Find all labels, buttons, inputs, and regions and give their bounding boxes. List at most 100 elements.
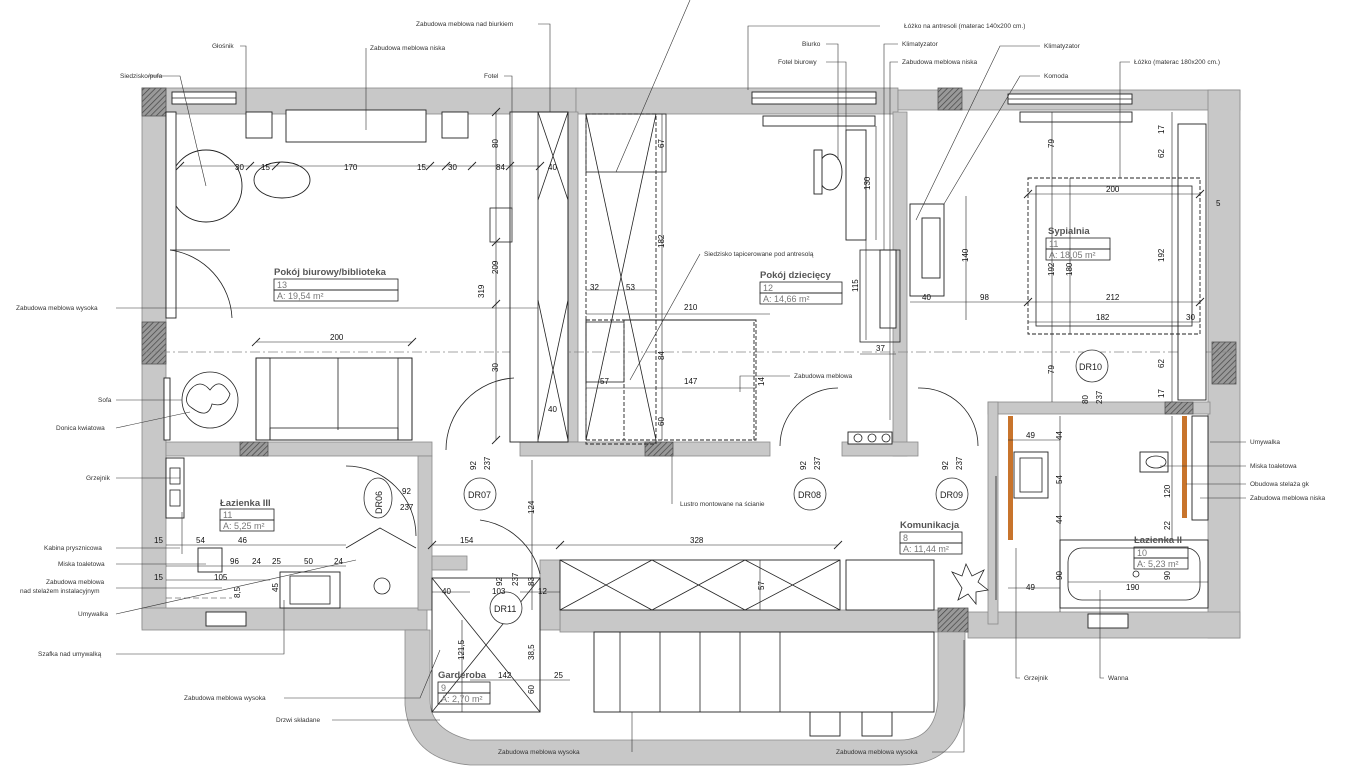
dimension-label: 5 xyxy=(1216,199,1221,208)
dimension-label: 328 xyxy=(690,536,704,545)
dimension-label: 154 xyxy=(460,536,474,545)
dimension-label: 103 xyxy=(492,587,506,596)
label-zabudowa-niska-2: Zabudowa meblowa niska xyxy=(902,59,978,66)
room-labels: Pokój biurowy/biblioteka 13 A: 19,54 m² … xyxy=(219,226,1189,705)
dimension-label: 237 xyxy=(813,456,822,470)
label-lozko-180: Łóżko (materac 180x200 cm.) xyxy=(1134,59,1220,66)
dimension-label: 60 xyxy=(527,685,536,694)
dimension-label: 192 xyxy=(1047,262,1056,276)
dimension-label: 200 xyxy=(330,333,344,342)
room-bath2: Łazienka II 10 A: 5,23 m² xyxy=(1133,535,1189,570)
room-bedroom: Sypialnia 11 A: 18,05 m² xyxy=(1045,226,1111,261)
door-markers xyxy=(363,349,1109,625)
room-bath3-name: Łazienka III xyxy=(220,498,271,509)
label-zabudowa-wysoka-b3: Zabudowa meblowa wysoka xyxy=(836,749,918,756)
dimension-label: 25 xyxy=(554,671,563,680)
dimension-label: 25 xyxy=(272,557,281,566)
dimension-label: 147 xyxy=(684,377,698,386)
dimension-label: 57 xyxy=(757,581,766,590)
label-zabudowa-meblowa: Zabudowa meblowa xyxy=(794,373,853,380)
dimension-label: 15 xyxy=(417,163,426,172)
bedroom-furniture xyxy=(909,111,1207,401)
label-zabudowa-wysoka-b1: Zabudowa meblowa wysoka xyxy=(184,695,266,702)
dimension-label: 24 xyxy=(252,557,261,566)
bath2-fixtures xyxy=(1008,415,1209,609)
label-sofa: Sofa xyxy=(98,397,112,404)
label-zabudowa-stelaz-1: Zabudowa meblowa xyxy=(46,579,105,586)
room-bath2-number: 10 xyxy=(1137,548,1147,558)
door-dr09: DR09 xyxy=(940,490,963,500)
dimension-label: 142 xyxy=(498,671,512,680)
dimension-label: 46 xyxy=(238,536,247,545)
dimension-label: 84 xyxy=(496,163,505,172)
dimension-label: 38,5 xyxy=(527,644,536,660)
label-miska-left: Miska toaletowa xyxy=(58,561,105,568)
room-bedroom-area: A: 18,05 m² xyxy=(1049,250,1096,260)
label-szafka: Szafka nad umywalką xyxy=(38,651,102,658)
room-office-name: Pokój biurowy/biblioteka xyxy=(274,267,387,278)
room-kids-name: Pokój dziecięcy xyxy=(760,270,831,281)
room-kids-number: 12 xyxy=(763,283,773,293)
dimension-label: 80 xyxy=(491,139,500,148)
dimension-ticks xyxy=(175,107,1205,550)
dimension-label: 62 xyxy=(1157,359,1166,368)
dimension-lines xyxy=(166,112,1208,712)
room-hall-number: 8 xyxy=(903,533,908,543)
dimension-label: 45 xyxy=(271,583,280,592)
dimension-label: 50 xyxy=(304,557,313,566)
label-zabudowa-stelaz-2: nad stelażem instalacyjnym xyxy=(20,588,99,595)
dimension-label: 92 xyxy=(495,577,504,586)
dimension-label: 319 xyxy=(477,284,486,298)
dimension-label: 83 xyxy=(527,577,536,586)
dimension-label: 237 xyxy=(400,503,414,512)
label-zabudowa-niska: Zabudowa meblowa niska xyxy=(370,45,446,52)
room-hall-area: A: 11,44 m² xyxy=(903,544,949,554)
label-glosnik: Głośnik xyxy=(212,43,234,50)
room-hall-name: Komunikacja xyxy=(900,520,960,531)
label-zabudowa-nad-biurkiem: Zabudowa meblowa nad biurkiem xyxy=(416,21,513,28)
dimension-label: 212 xyxy=(1106,293,1120,302)
dimension-label: 79 xyxy=(1047,139,1056,148)
label-miska-right: Miska toaletowa xyxy=(1250,463,1297,470)
dimension-label: 67 xyxy=(657,139,666,148)
dimension-label: 24 xyxy=(334,557,343,566)
dimension-label: 192 xyxy=(1157,248,1166,262)
dimension-label: 53 xyxy=(626,283,635,292)
dimension-label: 210 xyxy=(684,303,698,312)
room-hall: Komunikacja 8 A: 11,44 m² xyxy=(899,520,963,555)
label-lustro: Lustro montowane na ścianie xyxy=(680,501,765,508)
label-klimatyzator-1: Klimatyzator xyxy=(902,41,939,48)
dimension-label: 237 xyxy=(1095,390,1104,404)
dimension-label: 49 xyxy=(1026,583,1035,592)
dimension-label: 237 xyxy=(483,456,492,470)
label-siedzisko-pufa: Siedzisko/pufa xyxy=(120,73,163,80)
dimension-label: 32 xyxy=(590,283,599,292)
label-obudowa: Obudowa stelaża gk xyxy=(1250,481,1310,488)
label-umywalka-left: Umywalka xyxy=(78,611,108,618)
label-komoda: Komoda xyxy=(1044,73,1069,80)
bath3-fixtures xyxy=(165,457,417,609)
dimension-label: 209 xyxy=(491,260,500,274)
room-kids: Pokój dziecięcy 12 A: 14,66 m² xyxy=(759,270,843,305)
dimension-label: 92 xyxy=(799,461,808,470)
dimension-label: 30 xyxy=(235,163,244,172)
door-dr11: DR11 xyxy=(494,604,516,614)
label-zabudowa-wysoka: Zabudowa meblowa wysoka xyxy=(16,305,98,312)
label-grzejnik: Grzejnik xyxy=(86,475,111,482)
dimension-label: 92 xyxy=(402,487,411,496)
annotation-labels: Zabudowa meblowa nad biurkiem Głośnik Za… xyxy=(16,21,1326,756)
room-wardrobe-number: 9 xyxy=(441,683,446,693)
label-biurko: Biurko xyxy=(802,41,821,48)
dimension-label: 30 xyxy=(491,363,500,372)
dimension-label: 90 xyxy=(1163,571,1172,580)
dimension-label: 44 xyxy=(1055,515,1064,524)
dimension-label: 200 xyxy=(1106,185,1120,194)
label-klimatyzator-2: Klimatyzator xyxy=(1044,43,1081,50)
room-bedroom-number: 11 xyxy=(1049,239,1058,249)
dimension-label: 60 xyxy=(657,417,666,426)
dimension-label: 190 xyxy=(1126,583,1140,592)
door-dr06: DR06 xyxy=(374,491,384,514)
kids-furniture xyxy=(585,113,901,445)
dimension-label: 15 xyxy=(154,573,163,582)
